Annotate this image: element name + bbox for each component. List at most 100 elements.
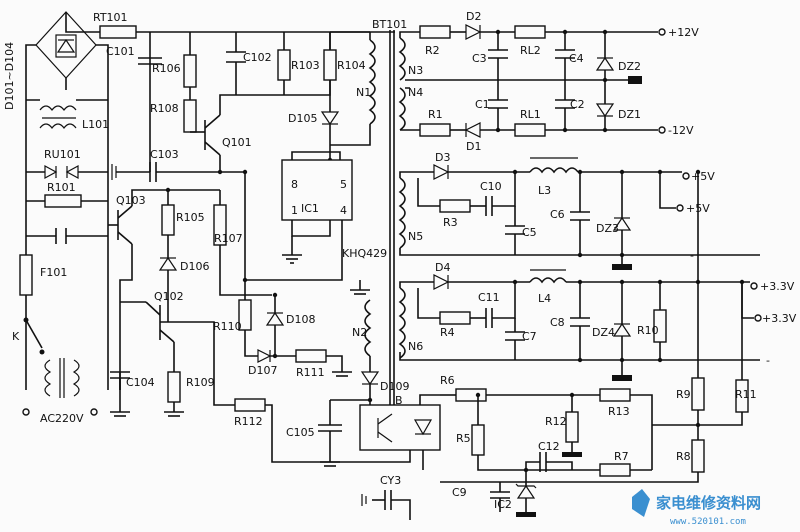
r105-resistor [161,204,175,236]
label-r103: R103 [291,59,320,72]
label-c1: C1 [475,98,490,111]
r8-resistor [691,439,705,473]
label-rt101: RT101 [93,11,128,24]
watermark: 家电维修资料网 www.520101.com [632,489,761,527]
label-ac220v: AC220V [40,412,84,425]
ic1-chip [281,159,353,221]
r108-resistor [183,99,197,133]
label-dz2: DZ2 [618,60,641,73]
label-d2: D2 [466,10,481,23]
label-f101: F101 [40,266,67,279]
q103-transistor [117,205,133,245]
label-r105: R105 [176,211,205,224]
label-n1: N1 [356,86,371,99]
label-r3: R3 [443,216,458,229]
k-switch [23,317,45,355]
label-c9: C9 [452,486,467,499]
label-d1: D1 [466,140,481,153]
r2-resistor [419,25,451,39]
label-r9: R9 [676,388,691,401]
input-filter-inductor [44,358,80,398]
r1-resistor [419,123,451,137]
r7-resistor [599,463,631,477]
label-l101: L101 [82,118,109,131]
label-c2: C2 [570,98,585,111]
label-d108: D108 [286,313,315,326]
label-plus33v-b: +3.3V [762,312,797,325]
r101-resistor [44,194,82,208]
label-d3: D3 [435,151,450,164]
watermark-text: 家电维修资料网 [656,494,761,512]
label-r109: R109 [186,376,215,389]
r13-resistor [599,388,631,402]
r112-resistor [234,398,266,412]
label-r1: R1 [428,108,443,121]
label-d101-d104: D101~D104 [3,42,16,110]
optocoupler-b [359,404,441,451]
watermark-url: www.520101.com [670,517,746,527]
label-l3: L3 [538,184,551,197]
rt101-resistor [99,25,137,39]
label-c102: C102 [243,51,272,64]
r106-resistor [183,54,197,88]
label-r107: R107 [214,232,243,245]
label-n6: N6 [408,340,423,353]
label-r6: R6 [440,374,455,387]
label-r110: R110 [213,320,242,333]
label-plus5v-b: +5V [686,202,710,215]
label-r5: R5 [456,432,471,445]
label-b: B [395,394,403,407]
label-c6: C6 [550,208,565,221]
label-plus33v-a: +3.3V [760,280,795,293]
label-q102: Q102 [154,290,184,303]
label-r7: R7 [614,450,629,463]
label-r111: R111 [296,366,325,379]
label-r108: R108 [150,102,179,115]
r9-resistor [691,377,705,411]
label-d109: D109 [380,380,409,393]
label-r10: R10 [637,324,659,337]
label-bt101: BT101 [372,18,407,31]
label-rl1: RL1 [520,108,541,121]
label-k: K [12,330,20,343]
label-cy3: CY3 [380,474,401,487]
label-n5: N5 [408,230,423,243]
r109-resistor [167,371,181,403]
label-d105: D105 [288,112,317,125]
r4-resistor [439,311,471,325]
label-minus12v: -12V [668,124,694,137]
label-plus12v: +12V [668,26,699,39]
label-r8: R8 [676,450,691,463]
label-rl2: RL2 [520,44,541,57]
label-r13: R13 [608,405,630,418]
label-c105: C105 [286,426,315,439]
label-ic1: IC1 [301,202,319,215]
label-r104: R104 [337,59,366,72]
label-c7: C7 [522,330,537,343]
ru101-varistor [44,164,79,180]
label-r101: R101 [47,181,76,194]
r103-resistor [277,49,291,81]
r5-resistor [471,424,485,456]
label-pin5: 5 [340,178,347,191]
r12-resistor [565,411,579,443]
label-r2: R2 [425,44,440,57]
rl1-resistor [514,123,546,137]
label-r12: R12 [545,415,567,428]
label-c104: C104 [126,376,155,389]
label-pin8: 8 [291,178,298,191]
label-dz1: DZ1 [618,108,641,121]
label-ru101: RU101 [44,148,81,161]
l101-choke [39,105,77,129]
label-c12: C12 [538,440,560,453]
label-c4: C4 [569,52,584,65]
q101-transistor [204,114,221,156]
label-n3: N3 [408,64,423,77]
label-d106: D106 [180,260,209,273]
label-r4: R4 [440,326,455,339]
ic2-regulator [515,470,537,517]
label-plus5v-a: +5V [691,170,715,183]
label-dz4: DZ4 [592,326,615,339]
